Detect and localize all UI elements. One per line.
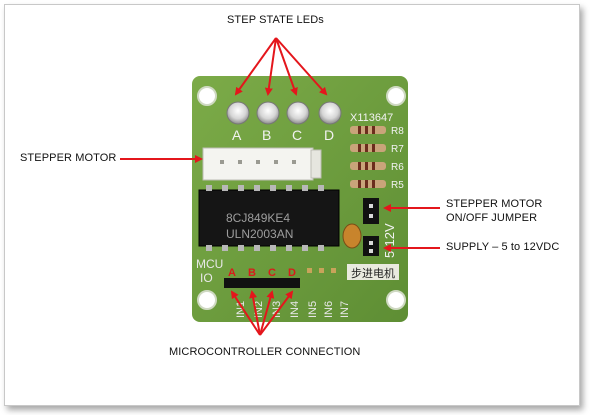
- led-b: [256, 101, 280, 125]
- driver-chip: [198, 189, 340, 247]
- led-letter-a: A: [232, 127, 242, 143]
- connector-letter-d: D: [288, 267, 296, 279]
- led-letter-b: B: [262, 127, 271, 143]
- resistors: [350, 126, 386, 188]
- jumper-callout-line1: STEPPER MOTOR: [446, 198, 543, 210]
- pin-label: IN6: [323, 301, 335, 318]
- mcu-label: MCU: [196, 257, 223, 271]
- mounting-hole: [386, 86, 406, 106]
- annotation-arrows: [120, 37, 440, 336]
- led-letter-d: D: [324, 127, 334, 143]
- chip-marking-2: ULN2003AN: [226, 227, 293, 241]
- led-d: [318, 101, 342, 125]
- microcontroller-callout: MICROCONTROLLER CONNECTION: [169, 346, 361, 358]
- pin-label: IN4: [289, 301, 301, 318]
- power-header: [363, 236, 379, 256]
- led-a: [226, 101, 250, 125]
- io-label: IO: [200, 271, 213, 285]
- leds: [226, 101, 342, 125]
- resistor-label: R8: [391, 126, 404, 137]
- jumper-callout: STEPPER MOTOR ON/OFF JUMPER: [446, 197, 542, 225]
- connector-letter-c: C: [268, 267, 276, 279]
- stepper-motor-callout: STEPPER MOTOR: [20, 152, 117, 164]
- capacitor: [342, 223, 362, 249]
- mounting-hole: [197, 86, 217, 106]
- connector-letter-a: A: [228, 267, 236, 279]
- part-code: X113647: [350, 112, 393, 124]
- led-letter-c: C: [292, 127, 302, 143]
- chinese-label-box: [347, 264, 399, 280]
- mcu-connector: [224, 278, 300, 288]
- resistor-label: R6: [391, 162, 404, 173]
- pin-label: IN1: [235, 301, 247, 318]
- mounting-hole: [386, 290, 406, 310]
- pin-label: IN3: [271, 301, 283, 318]
- pin-label: IN5: [307, 301, 319, 318]
- step-state-leds-callout: STEP STATE LEDs: [227, 14, 324, 26]
- connector-letter-b: B: [248, 267, 256, 279]
- pin-label: IN7: [339, 301, 351, 318]
- mounting-hole: [197, 290, 217, 310]
- led-c: [286, 101, 310, 125]
- resistor-label: R5: [391, 180, 404, 191]
- chinese-label: 步进电机: [351, 266, 395, 280]
- jumper-callout-line2: ON/OFF JUMPER: [446, 212, 538, 224]
- supply-callout: SUPPLY – 5 to 12VDC: [446, 241, 560, 253]
- resistor-label: R7: [391, 144, 404, 155]
- chip-marking-1: 8CJ849KE4: [226, 211, 290, 225]
- jumper-header: [363, 198, 379, 224]
- voltage-label: 5-12V: [382, 223, 397, 258]
